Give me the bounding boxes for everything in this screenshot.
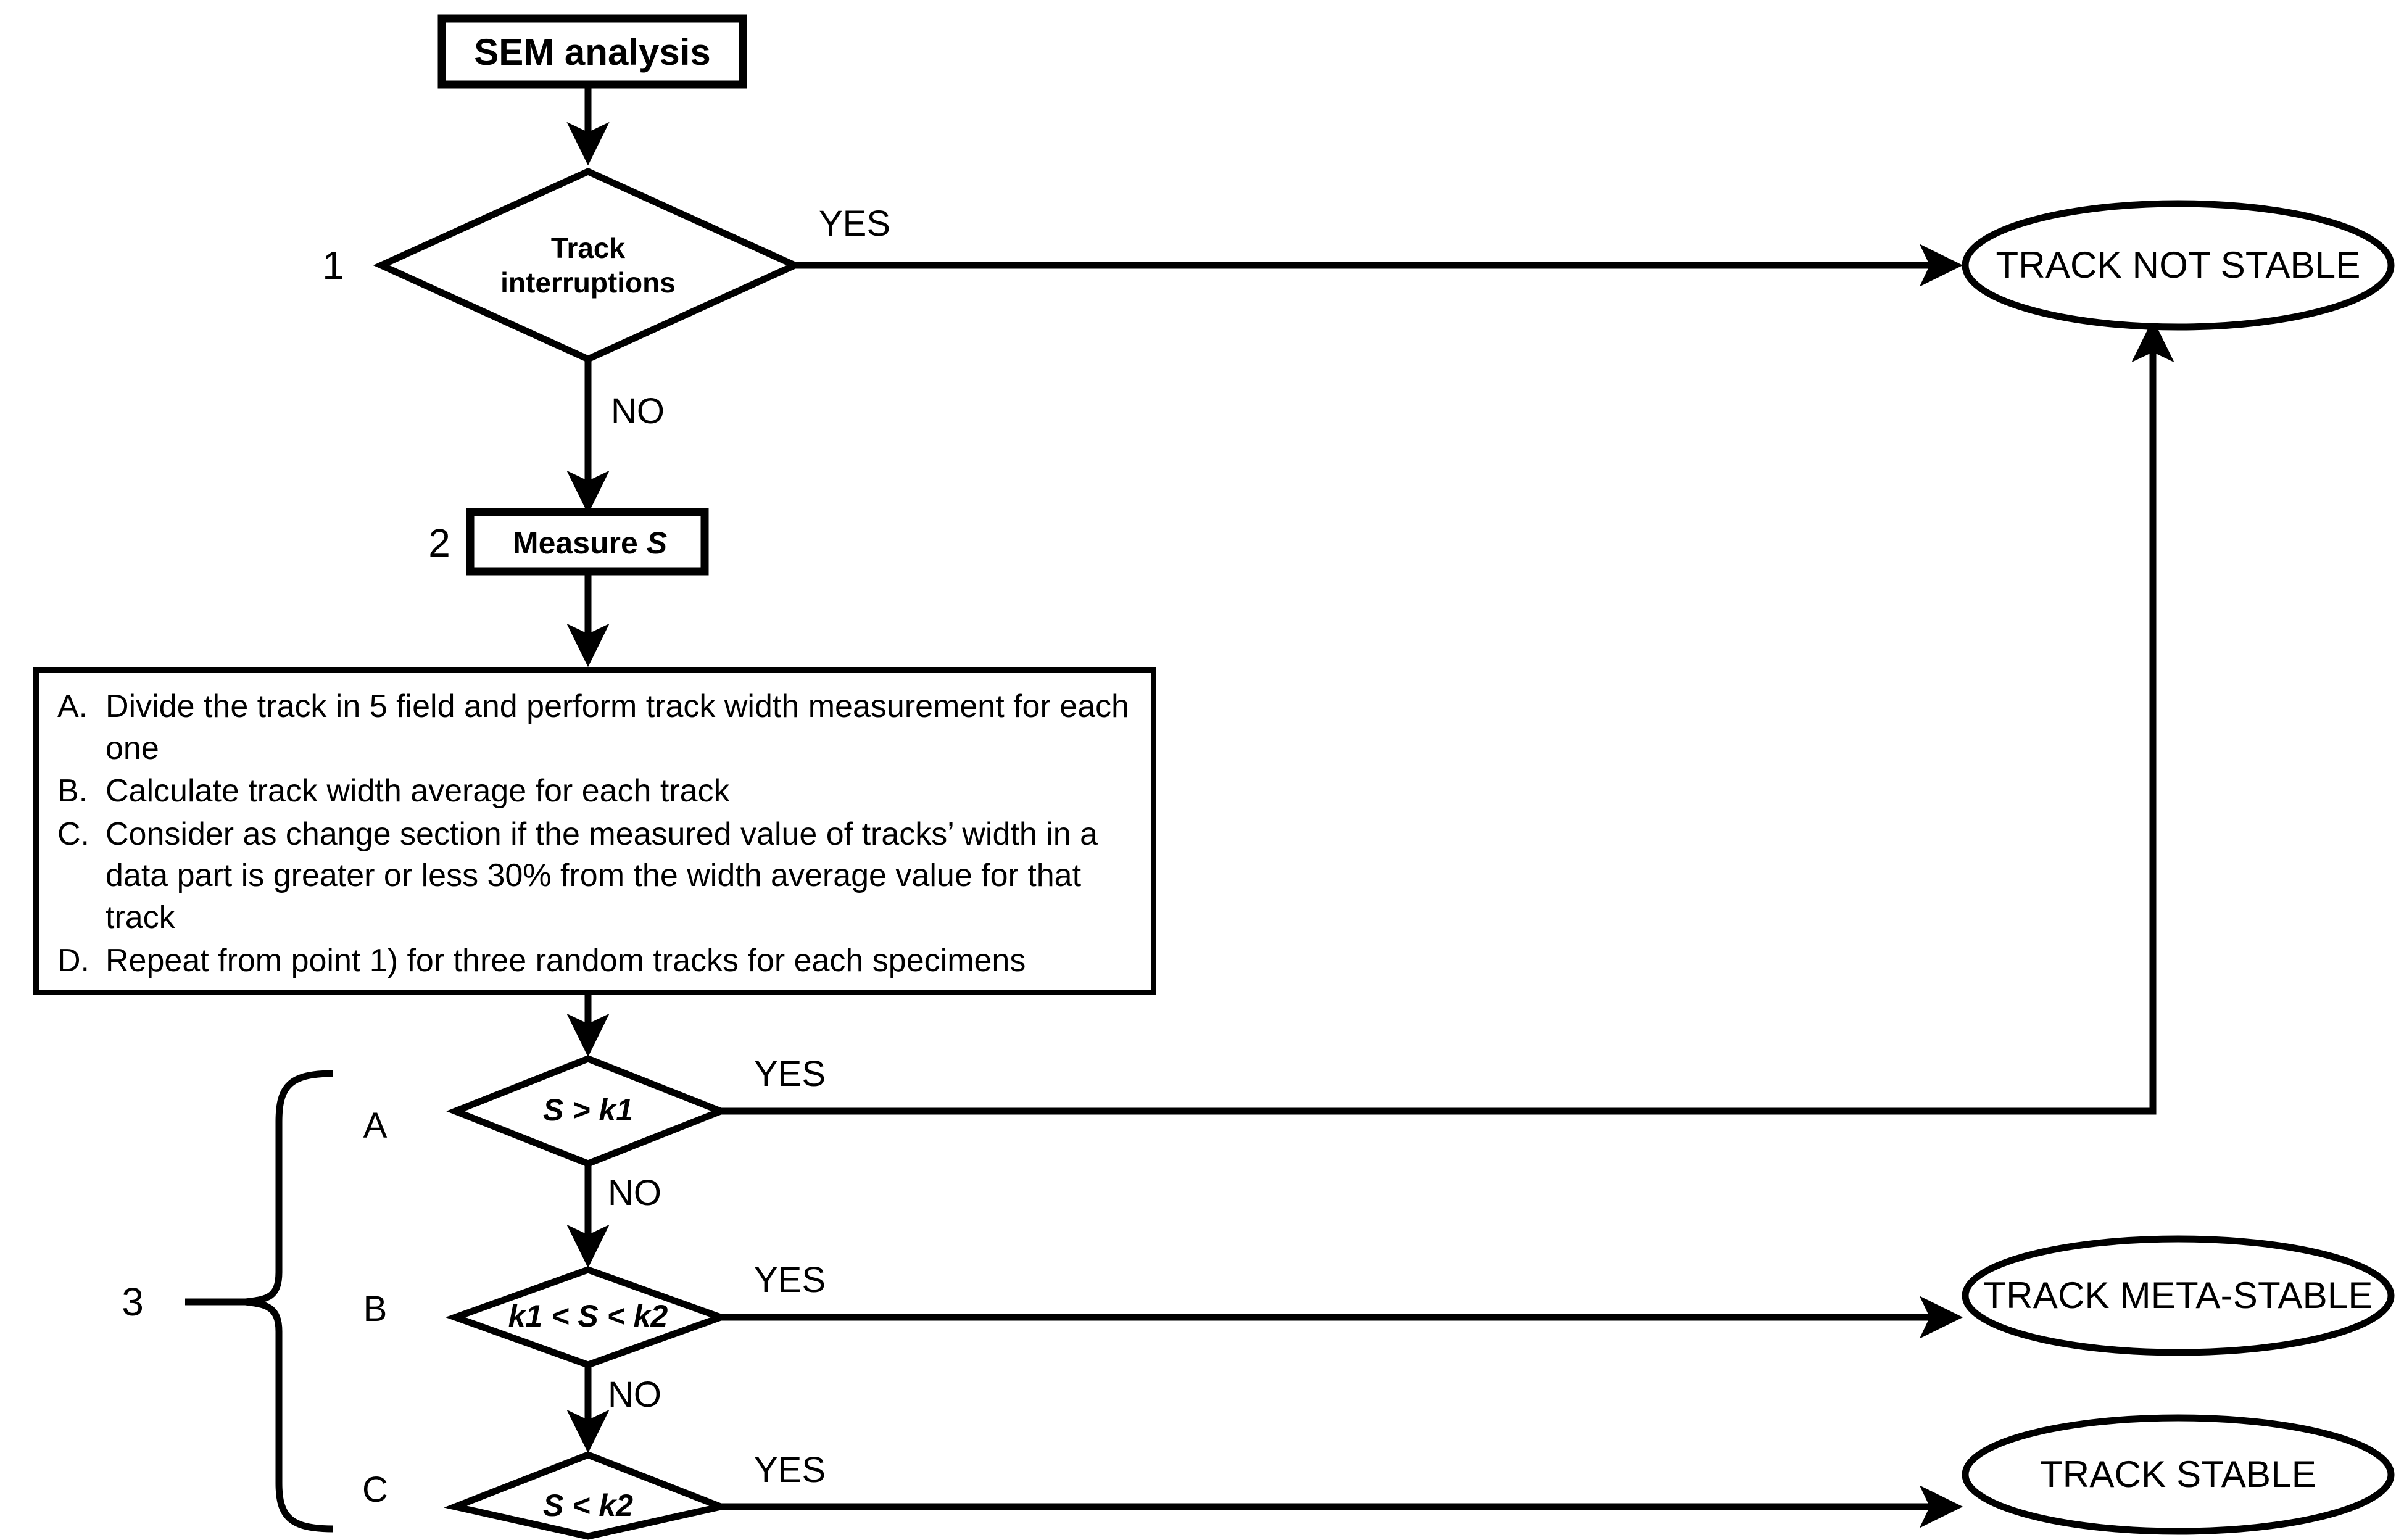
decision-track-interruptions-line2: interruptions bbox=[500, 267, 676, 299]
edge-label-decision1-no: NO bbox=[611, 391, 665, 431]
terminal-track-meta-stable-shape bbox=[1962, 1235, 2395, 1356]
group-brace-step3 bbox=[242, 1070, 334, 1533]
group-letter-a: A bbox=[363, 1106, 388, 1146]
procedure-item-text: Divide the track in 5 field and perform … bbox=[106, 689, 1129, 766]
process-measure-label: Measure S bbox=[513, 528, 667, 558]
terminal-track-meta-stable-label: TRACK META-STABLE bbox=[1983, 1275, 2373, 1316]
decision-s-lt-k2-label: S < k2 bbox=[543, 1488, 633, 1523]
procedure-item-text: Repeat from point 1) for three random tr… bbox=[106, 942, 1026, 979]
terminal-track-stable-shape bbox=[1962, 1414, 2395, 1535]
procedure-item-marker: D. bbox=[57, 942, 89, 979]
edge-label-decisionB-yes: YES bbox=[754, 1260, 826, 1300]
procedure-item: C. Consider as change section if the mea… bbox=[57, 814, 1132, 939]
terminal-track-not-stable-shape bbox=[1962, 200, 2395, 331]
decision-k1-lt-s-lt-k2-label: k1 < S < k2 bbox=[508, 1299, 668, 1333]
edge-label-decisionA-no: NO bbox=[608, 1173, 661, 1213]
step-number-2: 2 bbox=[428, 521, 450, 565]
edge-label-decision1-yes: YES bbox=[819, 204, 891, 244]
decision-track-interruptions-line1: Track bbox=[550, 231, 626, 264]
connector-decisionA-yes bbox=[721, 318, 2174, 1115]
procedure-item-text: Consider as change section if the measur… bbox=[106, 816, 1098, 935]
procedure-item: A. Divide the track in 5 field and perfo… bbox=[57, 686, 1132, 769]
process-measure-shape bbox=[466, 508, 709, 576]
start-node-label: SEM analysis bbox=[474, 31, 711, 73]
procedure-item-marker: C. bbox=[57, 816, 89, 852]
procedure-item-marker: B. bbox=[57, 773, 88, 809]
decision-track-interruptions-label: Track interruptions bbox=[486, 231, 690, 300]
step-number-1: 1 bbox=[322, 243, 344, 288]
step-number-3: 3 bbox=[122, 1280, 144, 1324]
procedure-item: B. Calculate track width average for eac… bbox=[57, 771, 1132, 813]
procedure-list: A. Divide the track in 5 field and perfo… bbox=[39, 673, 1151, 982]
edge-label-decisionA-yes: YES bbox=[754, 1054, 826, 1094]
procedure-item-text: Calculate track width average for each t… bbox=[106, 773, 730, 809]
terminal-track-not-stable-label: TRACK NOT STABLE bbox=[1996, 244, 2361, 286]
procedure-item-marker: A. bbox=[57, 689, 88, 724]
procedure-list-box: A. Divide the track in 5 field and perfo… bbox=[33, 667, 1156, 995]
decision-s-lt-k2-shape bbox=[444, 1451, 732, 1540]
terminal-track-stable-label: TRACK STABLE bbox=[2039, 1454, 2317, 1495]
edge-label-decisionC-yes: YES bbox=[754, 1450, 826, 1490]
group-letter-b: B bbox=[363, 1289, 388, 1329]
process-measure-variable: S bbox=[646, 526, 668, 560]
procedure-item: D. Repeat from point 1) for three random… bbox=[57, 940, 1132, 982]
group-letter-c: C bbox=[362, 1470, 388, 1510]
start-node-shape bbox=[437, 14, 747, 89]
edge-label-decisionB-no: NO bbox=[608, 1375, 661, 1415]
decision-s-gt-k1-label: S > k1 bbox=[543, 1093, 633, 1127]
process-measure-prefix: Measure bbox=[512, 526, 647, 560]
